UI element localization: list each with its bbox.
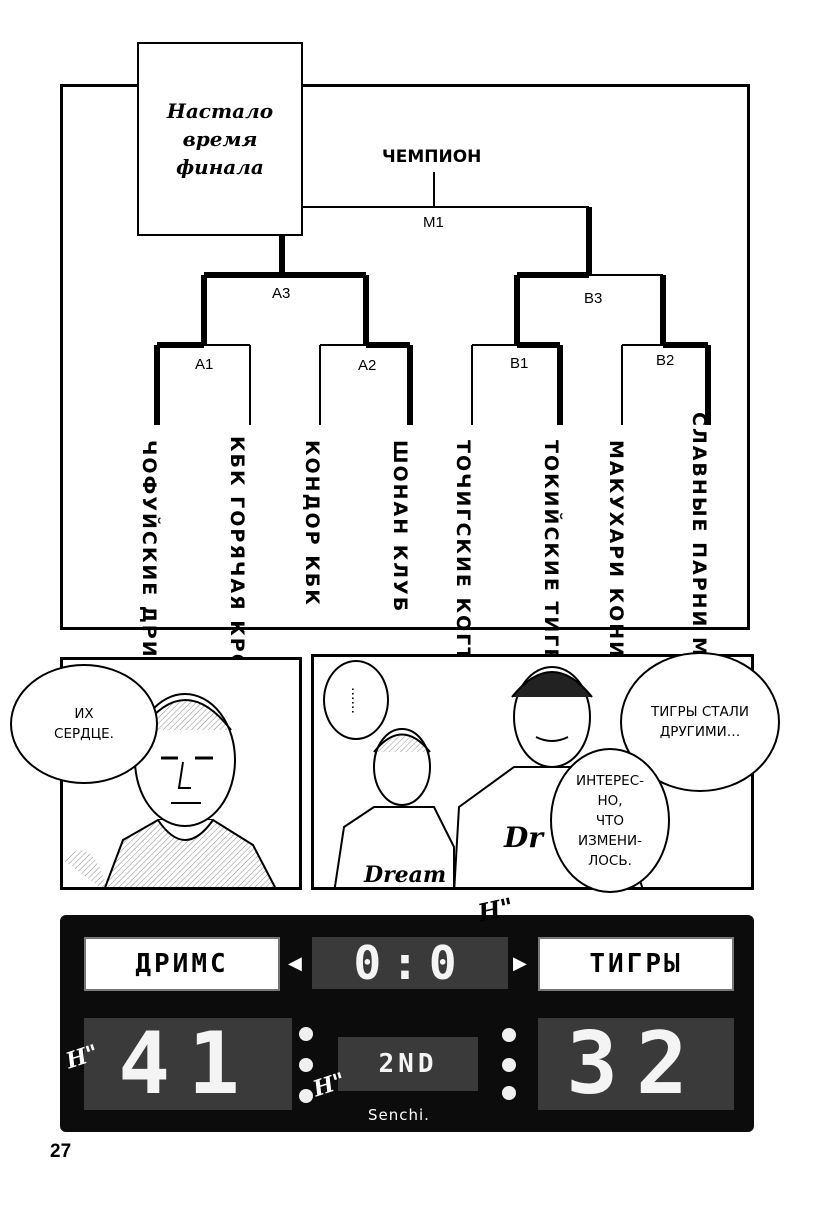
away-score: 32 bbox=[538, 1014, 734, 1114]
team-tochigi-claws: ТОЧИГСКИЕ КОГТИ bbox=[452, 440, 474, 681]
away-foul-light-3 bbox=[502, 1086, 516, 1100]
home-foul-light-1 bbox=[299, 1027, 313, 1041]
page-number: 27 bbox=[50, 1141, 72, 1162]
speech-bubble-tigers-changed: ТИГРЫ СТАЛИ ДРУГИМИ… bbox=[620, 652, 780, 792]
home-score: 41 bbox=[84, 1014, 292, 1114]
speech-bubble-ellipsis: …… bbox=[323, 660, 389, 740]
speech-bubble-hearts: ИХ СЕРДЦЕ. bbox=[10, 664, 158, 784]
speech-text-interesting: ИНТЕРЕС- НО, ЧТО ИЗМЕНИ- ЛОСЬ. bbox=[576, 772, 644, 869]
node-label-b1: B1 bbox=[510, 355, 529, 372]
two-players-illustration: Dream Dr bbox=[333, 666, 644, 888]
final-title-box: Настало время финала bbox=[137, 42, 303, 236]
player-face-illustration bbox=[63, 693, 277, 887]
away-foul-light-1 bbox=[502, 1028, 516, 1042]
title-line-1: Настало bbox=[166, 99, 274, 123]
speech-text-tigers-changed: ТИГРЫ СТАЛИ ДРУГИМИ… bbox=[650, 704, 750, 740]
champion-label: ЧЕМПИОН bbox=[382, 147, 482, 167]
big-jersey-text: Dr bbox=[503, 821, 545, 854]
home-foul-light-3 bbox=[299, 1089, 313, 1103]
right-arrow-icon: ▶ bbox=[513, 953, 527, 974]
title-line-3: финала bbox=[176, 155, 264, 179]
node-label-a1: A1 bbox=[195, 356, 214, 373]
bracket-lines bbox=[154, 172, 711, 425]
game-clock: 0:0 bbox=[312, 936, 508, 990]
node-label-a3: A3 bbox=[272, 285, 291, 302]
title-line-2: время bbox=[182, 127, 258, 151]
speech-text-ellipsis: …… bbox=[348, 686, 364, 714]
node-label-b3: B3 bbox=[584, 290, 603, 307]
speech-text-hearts: ИХ СЕРДЦЕ. bbox=[54, 706, 114, 742]
away-team-name: ТИГРЫ bbox=[538, 937, 734, 991]
node-label-a2: A2 bbox=[358, 357, 377, 374]
left-arrow-icon: ◀ bbox=[288, 953, 302, 974]
team-chofu-dreams: ЧОФУЙСКИЕ ДРИМС bbox=[138, 440, 160, 696]
home-team-name: ДРИМС bbox=[84, 937, 280, 991]
away-foul-light-2 bbox=[502, 1058, 516, 1072]
small-jersey-text: Dream bbox=[363, 862, 446, 888]
team-tokyo-tigers: ТОКИЙСКИЕ ТИГРЫ bbox=[540, 440, 562, 686]
home-foul-light-2 bbox=[299, 1058, 313, 1072]
node-label-b2: B2 bbox=[656, 352, 675, 369]
team-condor-kbk: КОНДОР КБК bbox=[301, 440, 323, 607]
team-shonan-club: ШОНАН КЛУБ bbox=[389, 440, 411, 614]
scoreboard-brand: Senchi. bbox=[368, 1106, 430, 1124]
period-indicator: 2ND bbox=[338, 1037, 478, 1091]
speech-bubble-interesting: ИНТЕРЕС- НО, ЧТО ИЗМЕНИ- ЛОСЬ. bbox=[550, 748, 670, 893]
node-label-m1: M1 bbox=[423, 214, 444, 231]
team-kbk-hot-blood: КБК ГОРЯЧАЯ КРОВЬ bbox=[226, 436, 248, 705]
